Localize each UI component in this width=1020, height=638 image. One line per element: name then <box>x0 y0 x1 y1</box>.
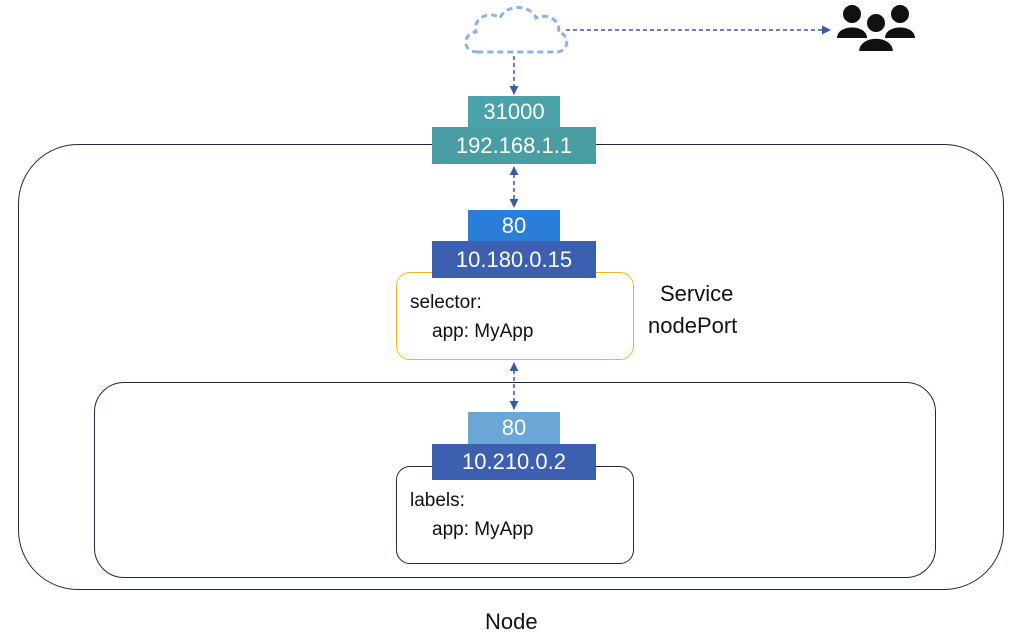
pod-port-box: 80 <box>468 412 560 444</box>
pod-ip-box: 10.210.0.2 <box>432 444 596 480</box>
service-selector-box <box>396 272 634 360</box>
cloud-icon <box>464 6 569 54</box>
service-selector-value: app: MyApp <box>432 321 534 342</box>
node-ip-box: 192.168.1.1 <box>432 127 596 164</box>
pod-boundary <box>94 382 936 578</box>
service-ip-box: 10.180.0.15 <box>432 241 596 278</box>
node-label: Node <box>485 609 538 634</box>
service-name-label: Service <box>660 281 734 306</box>
pod-labels-key: labels: <box>410 490 465 511</box>
pod-labels-value: app: MyApp <box>432 519 534 540</box>
service-selector-key: selector: <box>410 292 482 313</box>
service-port-box: 80 <box>468 210 560 242</box>
users-icon <box>837 5 915 53</box>
node-port-box: 31000 <box>468 96 560 128</box>
pod-labels-box <box>396 466 634 564</box>
service-type-label: nodePort <box>648 313 738 338</box>
